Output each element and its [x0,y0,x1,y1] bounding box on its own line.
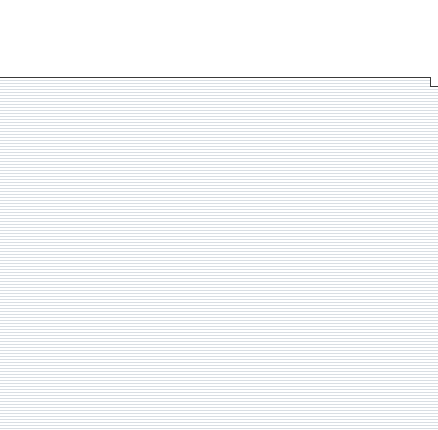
striped-content-area [0,77,438,430]
resize-handle[interactable] [430,77,438,87]
blank-header-area [0,0,438,77]
